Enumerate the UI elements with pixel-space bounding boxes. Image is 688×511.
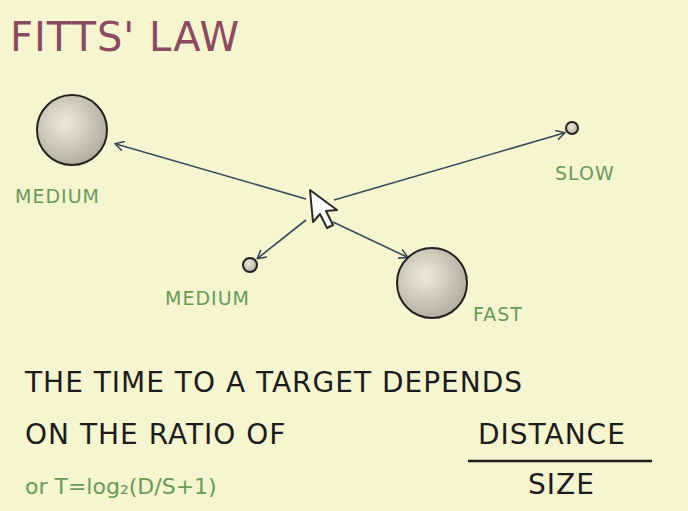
target-label: MEDIUM	[165, 287, 250, 309]
fraction-denominator: SIZE	[528, 468, 595, 501]
fraction-numerator: DISTANCE	[478, 418, 626, 451]
target-shape	[395, 245, 585, 340]
pointing-arrows	[116, 133, 564, 258]
target-circle: SLOW	[545, 110, 655, 190]
fraction-bar	[468, 460, 652, 463]
title: FITTS' LAW	[10, 14, 240, 60]
formula-text: or T=log₂(D/S+1)	[25, 474, 217, 499]
target-circle: FAST	[395, 245, 585, 340]
target-circle: MEDIUM	[165, 245, 295, 320]
target-label: SLOW	[555, 162, 615, 184]
target-label: FAST	[473, 303, 523, 325]
target-circle: MEDIUM	[30, 90, 130, 210]
mouse-cursor	[310, 190, 337, 228]
statement-text: ON THE RATIO OF	[25, 418, 286, 451]
target-label: MEDIUM	[15, 185, 100, 207]
statement-text: THE TIME TO A TARGET DEPENDS	[25, 366, 523, 399]
